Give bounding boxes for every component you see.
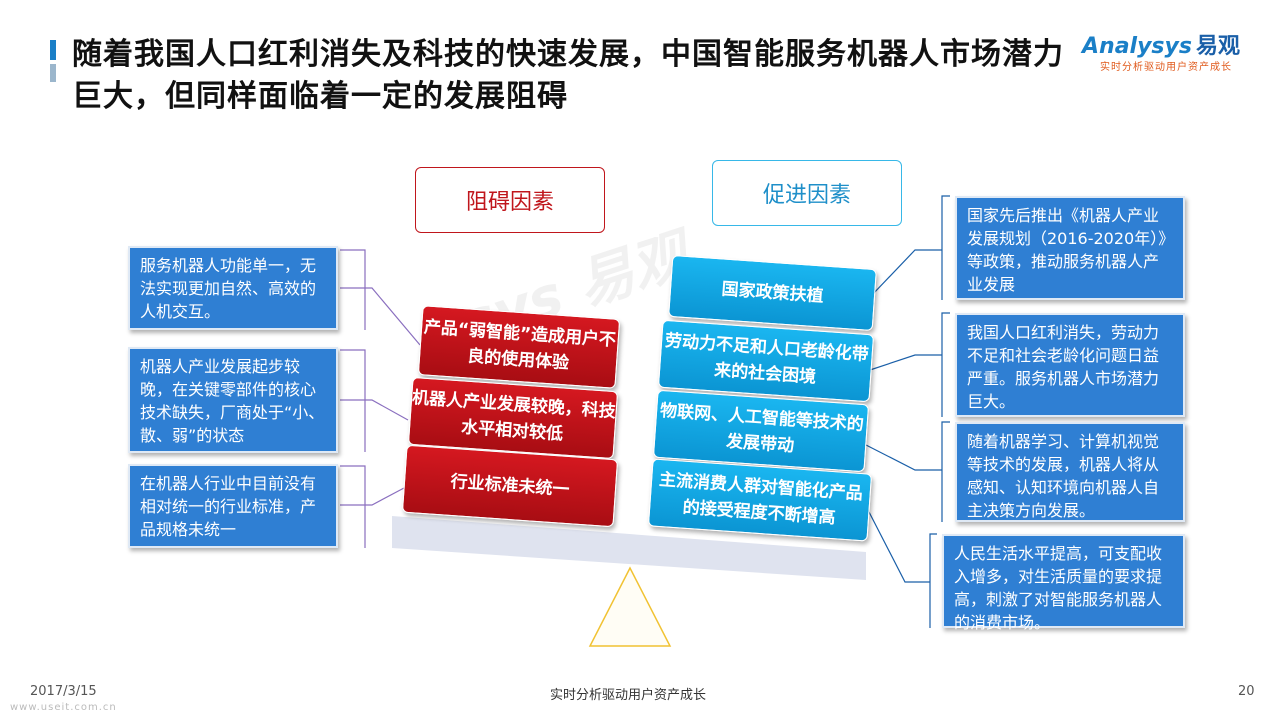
connector-right-4b: [867, 509, 930, 583]
connector-left-3b: [340, 487, 405, 506]
connector-left-2b: [340, 399, 409, 421]
title-accent-bar: [50, 40, 58, 82]
fulcrum: [588, 566, 672, 647]
promote-detail-3: 随着机器学习、计算机视觉等技术的发展，机器人将从感知、认知环境向机器人自主决策方…: [955, 422, 1185, 522]
logo-tagline: 实时分析驱动用户资产成长: [1100, 62, 1232, 73]
promote-detail-2: 我国人口红利消失，劳动力不足和社会老龄化问题日益严重。服务机器人市场潜力巨大。: [955, 313, 1185, 417]
connector-left-2: [340, 349, 366, 452]
connector-left-1b: [340, 287, 421, 346]
connector-left-1: [340, 249, 366, 330]
connector-left-3: [340, 465, 366, 548]
obstacle-detail-1: 服务机器人功能单一，无法实现更加自然、高效的人机交互。: [128, 246, 338, 330]
connector-right-3b: [865, 444, 942, 471]
page-number: 20: [1238, 684, 1255, 699]
balance-beam: [392, 516, 866, 580]
connector-right-2: [941, 312, 950, 417]
promote-detail-4: 人民生活水平提高，可支配收入增多，对生活质量的要求提高，刺激了对智能服务机器人的…: [942, 534, 1185, 632]
logo-brand-cn: 易观: [1195, 34, 1240, 59]
logo-brand: Analysys: [1082, 34, 1192, 59]
obstacle-detail-2: 机器人产业发展起步较晚，在关键零部件的核心技术缺失，厂商处于“小、散、弱”的状态: [128, 347, 338, 453]
promote-header: 促进因素: [712, 160, 902, 226]
connector-right-4: [929, 533, 937, 628]
connector-right-3: [941, 421, 950, 522]
promote-detail-1: 国家先后推出《机器人产业发展规划（2016-2020年）》等政策，推动服务机器人…: [955, 196, 1185, 300]
obstacle-detail-3: 在机器人行业中目前没有相对统一的行业标准，产品规格未统一: [128, 464, 338, 548]
connector-right-2b: [869, 354, 942, 371]
obstacle-block-1: 产品“弱智能”造成用户不良的使用体验: [417, 305, 621, 389]
page-title: 随着我国人口红利消失及科技的快速发展，中国智能服务机器人市场潜力巨大，但同样面临…: [72, 37, 1064, 114]
connector-right-1: [941, 195, 950, 300]
footer-date: 2017/3/15: [30, 684, 97, 699]
footer-tagline: 实时分析驱动用户资产成长: [550, 688, 707, 703]
footer-site: www.useit.com.cn: [10, 702, 117, 713]
obstacle-header: 阻碍因素: [415, 167, 605, 233]
connector-right-1b: [871, 249, 942, 296]
